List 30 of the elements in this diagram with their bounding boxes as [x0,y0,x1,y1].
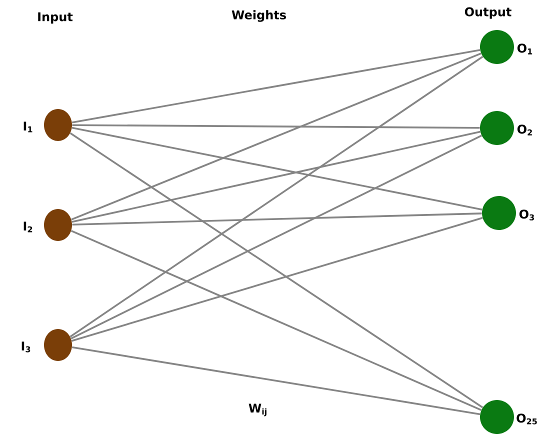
connection-line [70,56,484,338]
node-label: I$_{1}$ [24,122,32,132]
node-label: O$_{1}$ [517,44,532,54]
connection-line [70,134,482,340]
neuron-circle [44,109,72,141]
neuron-circle [44,209,72,241]
neuron-circle [480,30,514,64]
connection-line [72,130,480,223]
connection-line [72,212,482,226]
connection-line [72,126,482,210]
heading-label: W$_{ij}$ [248,404,266,416]
node-label: O$_{3}$ [519,210,534,220]
node-label: I$_{2}$ [24,222,32,232]
connection-line [70,132,484,408]
heading-label: Output [464,7,512,19]
node-label: I$_{3}$ [22,342,30,352]
neuron-circle [480,111,514,145]
connection-line [70,230,482,411]
node-label: O$_{25}$ [516,414,537,424]
connection-line [72,124,480,129]
heading-label: Input [38,12,73,24]
connection-line [71,52,482,220]
neuron-circle [482,196,516,230]
connection-line [72,49,480,124]
connection-line [71,217,483,342]
node-label: O$_{2}$ [517,124,532,136]
connection-line [72,346,480,416]
neuron-circle [44,329,72,361]
neuron-circle [480,400,514,434]
heading-label: Weights [232,10,286,22]
